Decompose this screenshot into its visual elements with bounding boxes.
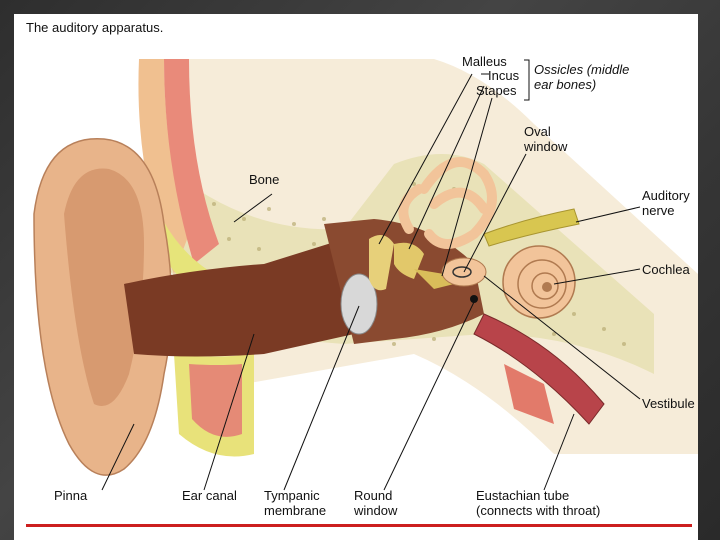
bottom-accent-rule — [26, 524, 692, 527]
slide-title: The auditory apparatus. — [26, 20, 163, 35]
label-stapes: Stapes — [476, 83, 516, 98]
ossicles-bracket — [524, 60, 529, 100]
label-oval-window: Oval window — [524, 124, 567, 154]
label-incus: Incus — [488, 68, 519, 83]
ear-illustration — [14, 14, 698, 540]
label-eustachian-tube: Eustachian tube (connects with throat) — [476, 488, 600, 518]
label-bone: Bone — [249, 172, 279, 187]
round-window-dot — [470, 295, 478, 303]
slide: The auditory apparatus. Malleus Incus St… — [14, 14, 698, 540]
label-ear-canal: Ear canal — [182, 488, 237, 503]
label-round-window: Round window — [354, 488, 397, 518]
label-tympanic-membrane: Tympanic membrane — [264, 488, 326, 518]
label-cochlea: Cochlea — [642, 262, 690, 277]
label-ossicles: Ossicles (middle ear bones) — [534, 62, 629, 92]
label-vestibule: Vestibule — [642, 396, 695, 411]
label-pinna: Pinna — [54, 488, 87, 503]
label-malleus: Malleus — [462, 54, 507, 69]
label-auditory-nerve: Auditory nerve — [642, 188, 690, 218]
